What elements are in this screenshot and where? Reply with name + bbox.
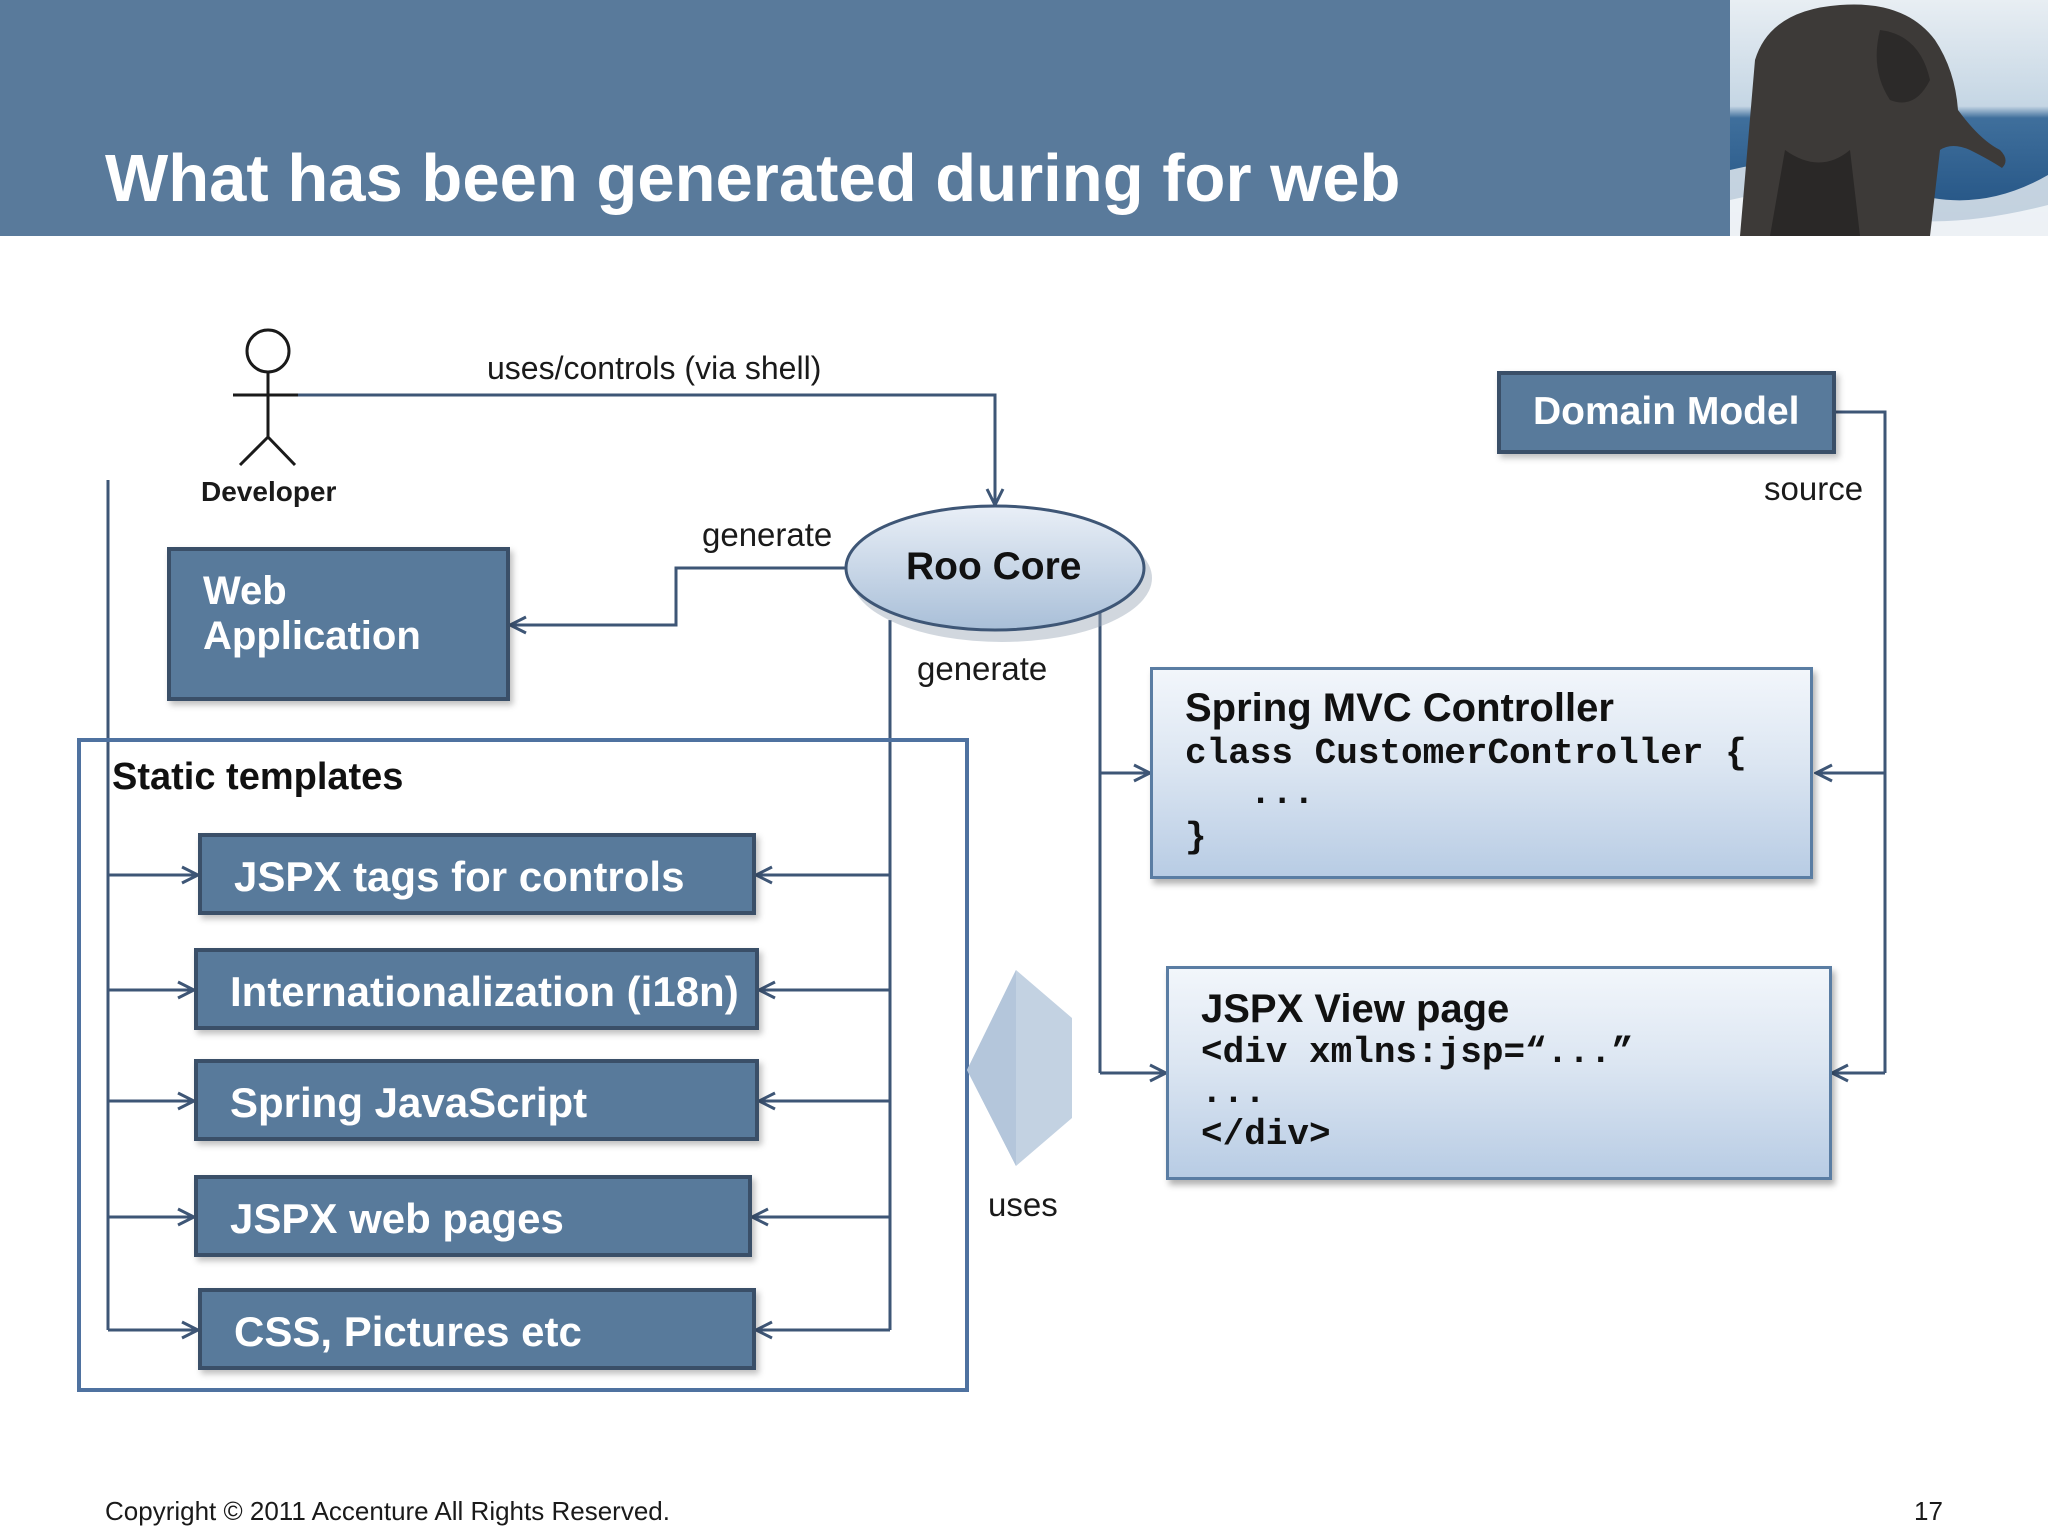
template-item-label: Internationalization (i18n) <box>230 968 739 1015</box>
elephant-photo <box>1730 0 2048 236</box>
roo-core-label: Roo Core <box>906 545 1082 588</box>
template-item-label: JSPX tags for controls <box>234 853 685 900</box>
controller-code-line: } <box>1185 817 1207 858</box>
template-item: CSS, Pictures etc <box>198 1288 756 1370</box>
edge-label-generate-web: generate <box>702 516 833 553</box>
domain-model-label: Domain Model <box>1533 390 1800 433</box>
template-item-label: CSS, Pictures etc <box>234 1308 582 1355</box>
edge-label-uses-controls: uses/controls (via shell) <box>487 350 822 386</box>
edge-label-generate-code: generate <box>917 650 1048 687</box>
footer-copyright: Copyright © 2011 Accenture All Rights Re… <box>105 1496 670 1526</box>
web-application-box: Web Application <box>167 547 510 701</box>
domain-model-box: Domain Model <box>1497 371 1836 454</box>
template-item-label: Spring JavaScript <box>230 1079 588 1126</box>
template-item-label: JSPX web pages <box>230 1195 564 1242</box>
template-item: Spring JavaScript <box>194 1059 759 1141</box>
controller-code-line: class CustomerController { <box>1185 733 1747 774</box>
developer-actor-icon <box>233 328 298 467</box>
web-application-label-line1: Web <box>203 569 287 613</box>
controller-code-line: ... <box>1185 773 1315 814</box>
slide-header: What has been generated during for web <box>0 0 1730 236</box>
edge-label-source: source <box>1764 470 1864 507</box>
view-page-title: JSPX View page <box>1201 987 1510 1031</box>
roo-core-ellipse <box>844 504 1146 632</box>
edge-label-uses: uses <box>988 1186 1058 1223</box>
slide-title: What has been generated during for web <box>105 141 1401 216</box>
template-item: Internationalization (i18n) <box>194 948 759 1030</box>
controller-code-box: Spring MVC Controller class CustomerCont… <box>1150 667 1813 879</box>
template-item: JSPX tags for controls <box>198 833 756 915</box>
static-templates-title: Static templates <box>112 756 404 798</box>
view-page-code-line: </div> <box>1201 1114 1331 1155</box>
template-item: JSPX web pages <box>194 1175 752 1257</box>
edge-generate-web-app <box>510 566 845 625</box>
controller-title: Spring MVC Controller <box>1185 686 1614 730</box>
view-page-code-box: JSPX View page <div xmlns:jsp=“...” ... … <box>1166 966 1832 1180</box>
web-application-label-line2: Application <box>203 614 421 658</box>
actor-label: Developer <box>201 476 337 507</box>
view-page-code-line: <div xmlns:jsp=“...” <box>1201 1032 1634 1073</box>
edge-uses-controls <box>298 393 995 505</box>
static-templates-frame <box>77 738 969 1392</box>
page-number: 17 <box>1914 1496 1943 1526</box>
view-page-code-line: ... <box>1201 1072 1266 1113</box>
